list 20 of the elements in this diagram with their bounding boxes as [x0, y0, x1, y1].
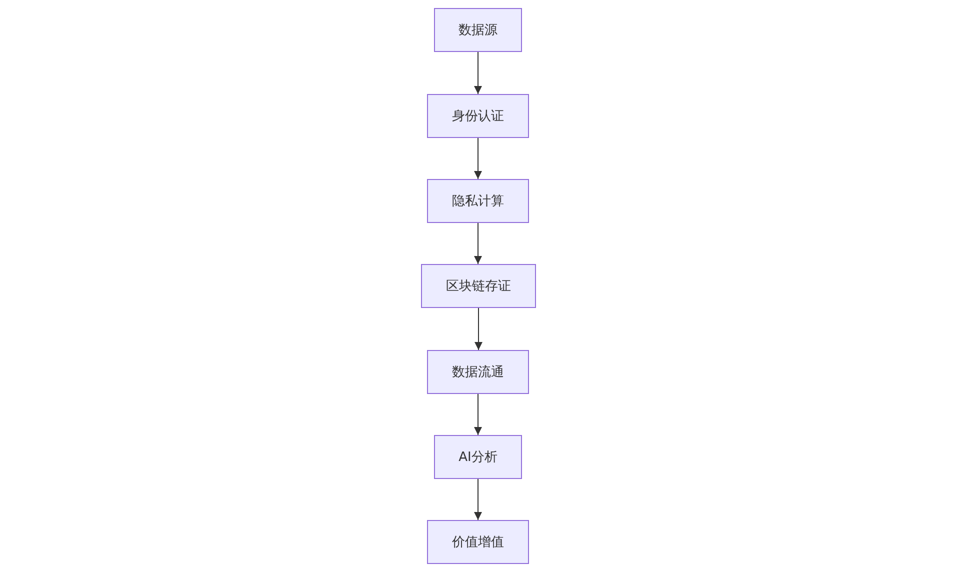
process-box	[427, 179, 529, 223]
node-label: 数据流通	[452, 364, 504, 381]
process-box	[421, 264, 536, 308]
arrow	[474, 138, 482, 180]
process-box	[427, 350, 529, 394]
process-box	[434, 8, 522, 52]
arrow	[474, 222, 482, 264]
process-box	[434, 435, 522, 479]
process-box	[427, 94, 529, 138]
node-label: 区块链存证	[446, 278, 511, 295]
arrow	[474, 52, 482, 94]
node-label: AI分析	[458, 449, 498, 466]
node-label: 价值增值	[452, 534, 504, 551]
process-box	[427, 520, 529, 564]
node-label: 隐私计算	[452, 193, 504, 210]
node-label: 数据源	[458, 22, 498, 39]
node-label: 身份认证	[452, 108, 504, 125]
arrow	[474, 308, 482, 350]
arrow	[474, 394, 482, 436]
arrow	[474, 478, 482, 520]
